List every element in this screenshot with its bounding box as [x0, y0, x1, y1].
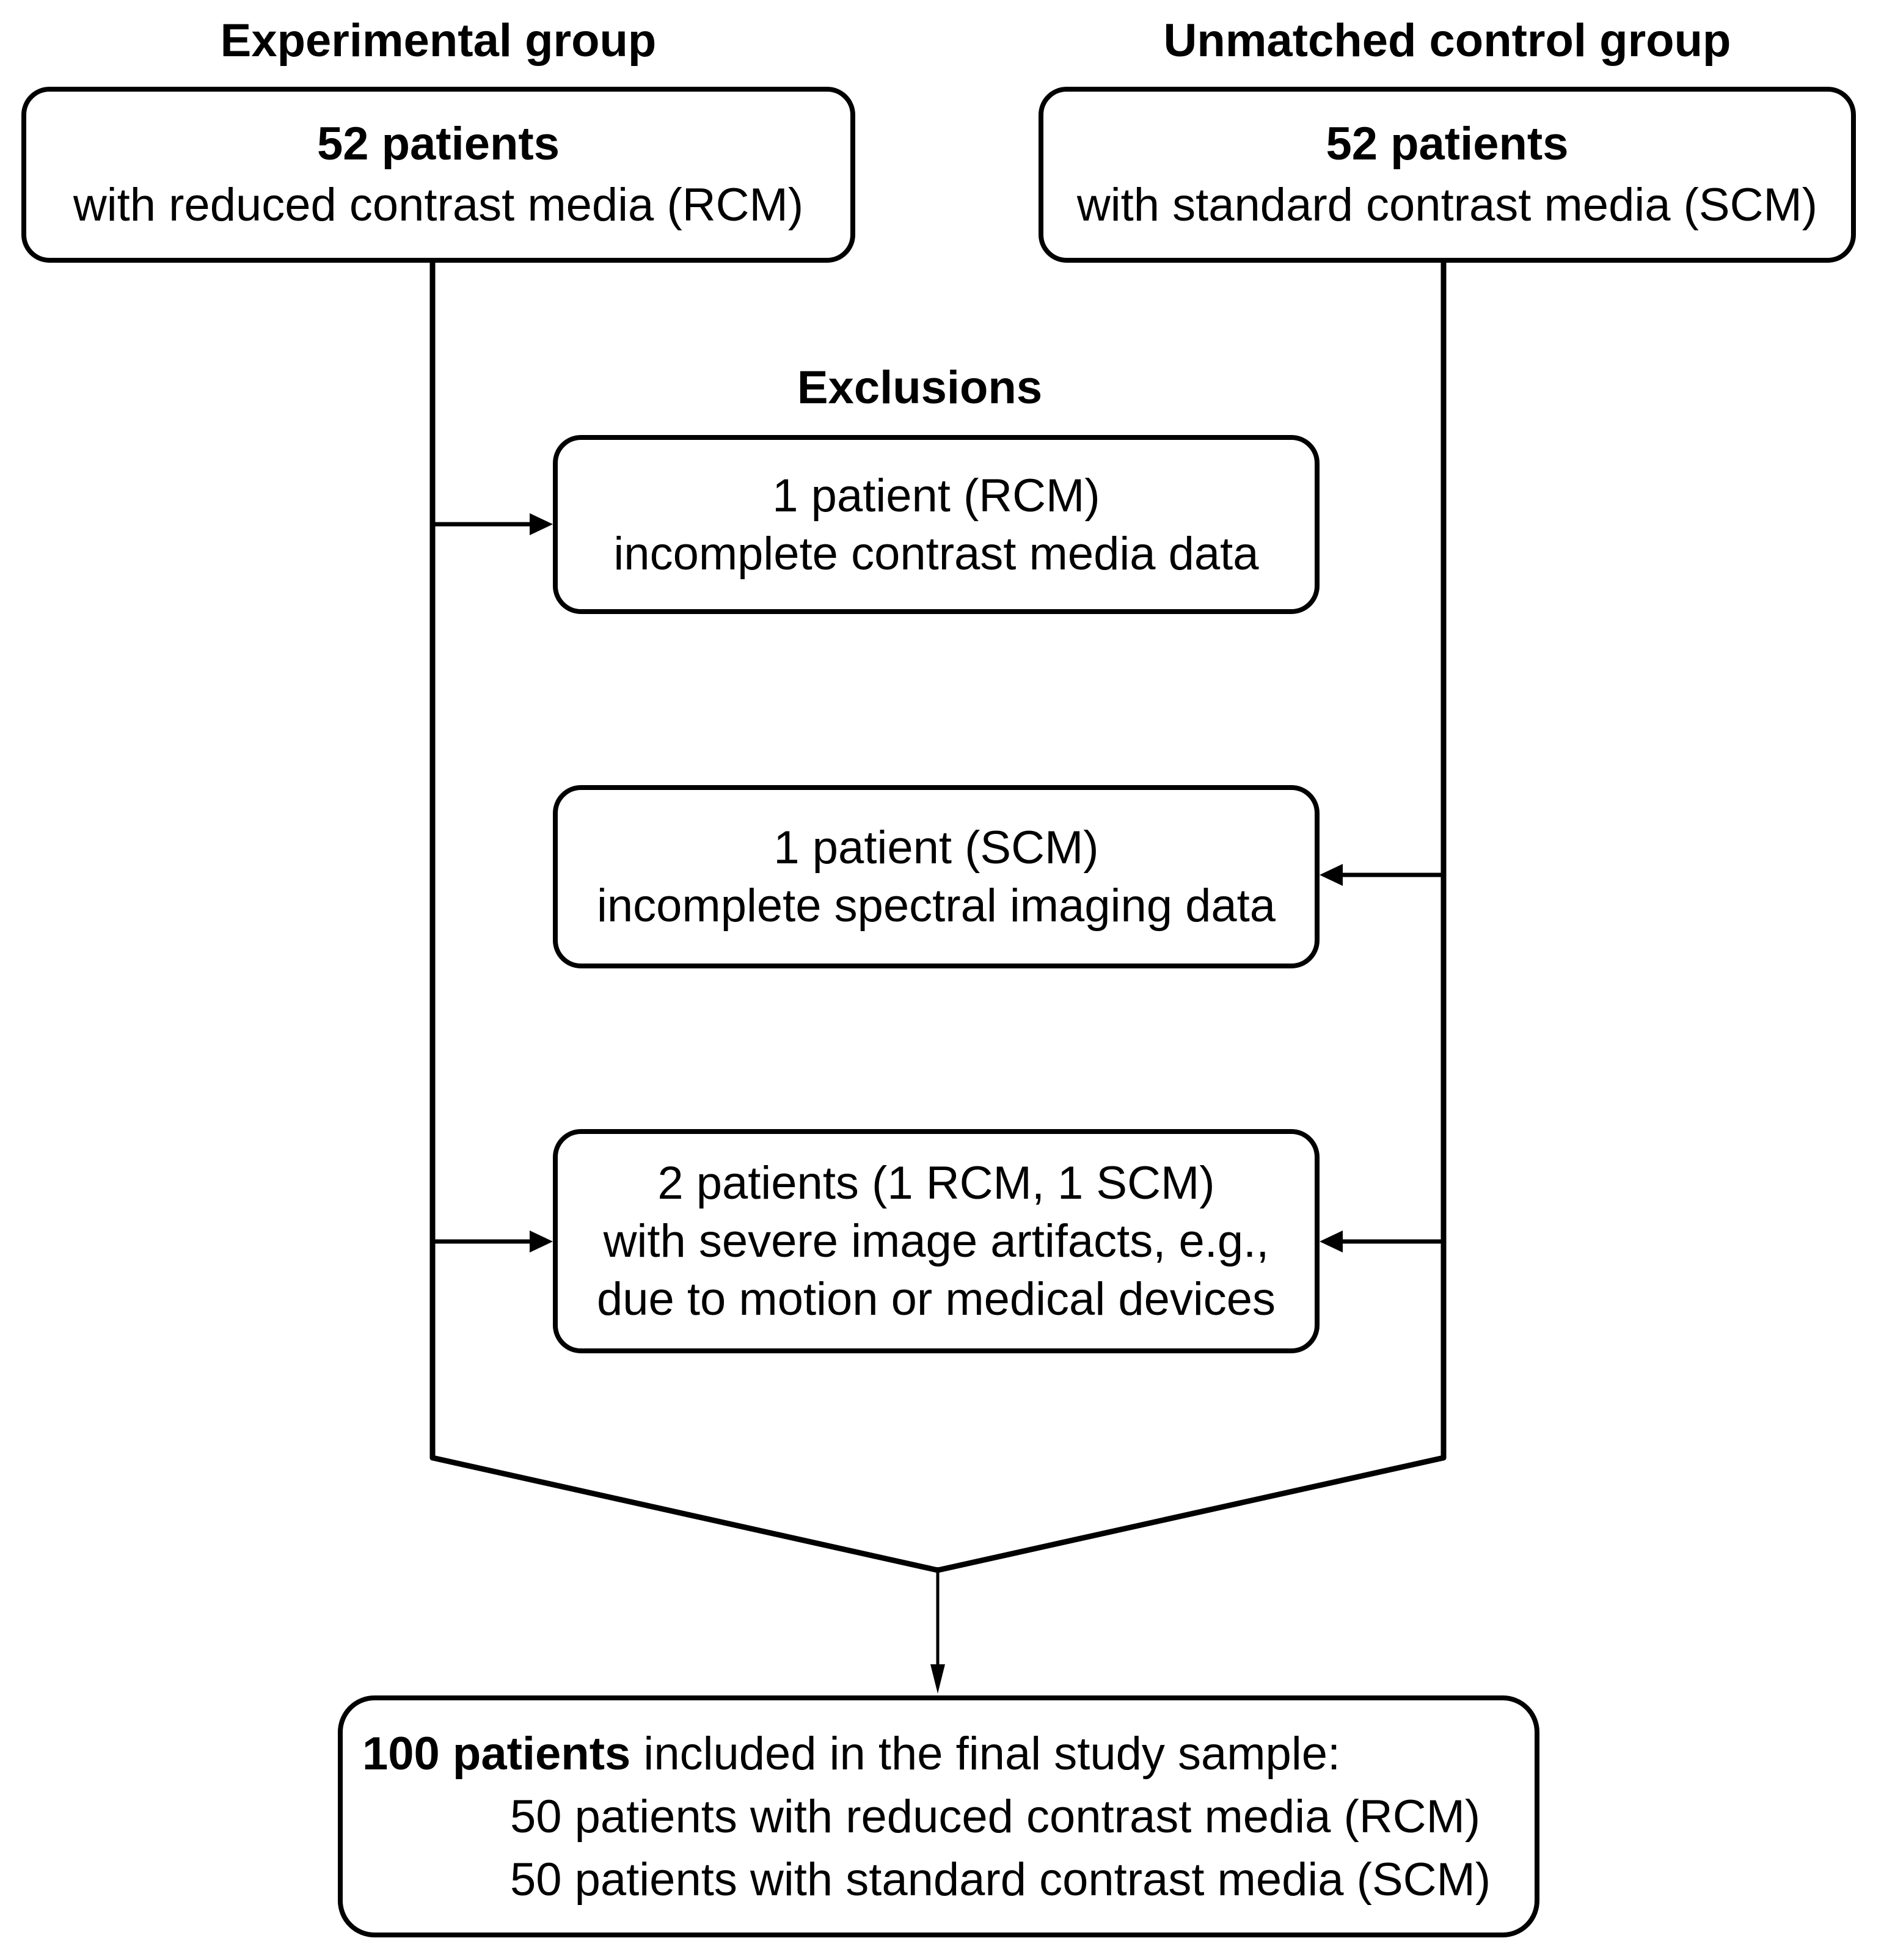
experimental-group-box: 52 patients with reduced contrast media …: [21, 87, 855, 263]
control-group-box: 52 patients with standard contrast media…: [1039, 87, 1856, 263]
control-description: with standard contrast media (SCM): [1076, 179, 1818, 231]
experimental-group-heading: Experimental group: [220, 15, 657, 67]
merge-arrowhead-icon: [930, 1664, 945, 1694]
final-sample-summary-text: included in the final study sample:: [630, 1728, 1341, 1780]
exclusion3-box: 2 patients (1 RCM, 1 SCM) with severe im…: [553, 1129, 1320, 1353]
exclusions-heading: Exclusions: [797, 362, 1043, 414]
exclusion3-right-arrowhead-icon: [1320, 1230, 1343, 1252]
exclusion1-count: 1 patient (RCM): [772, 469, 1100, 522]
exclusion2-count: 1 patient (SCM): [773, 822, 1099, 874]
final-sample-summary: 100 patients included in the final study…: [362, 1722, 1522, 1785]
exclusion2-arrowhead-icon: [1320, 864, 1343, 886]
experimental-description: with reduced contrast media (RCM): [73, 179, 804, 231]
control-flow-line: [937, 263, 1447, 1573]
exclusion2-reason: incomplete spectral imaging data: [596, 880, 1276, 932]
exclusion2-box: 1 patient (SCM) incomplete spectral imag…: [553, 785, 1320, 968]
exclusion3-reason-line1: with severe image artifacts, e.g.,: [603, 1215, 1269, 1267]
control-group-heading: Unmatched control group: [1163, 15, 1731, 67]
final-scm-item: 50 patients with standard contrast media…: [510, 1854, 1491, 1906]
final-sample-box: 100 patients included in the final study…: [338, 1695, 1539, 1937]
exclusion1-reason: incomplete contrast media data: [613, 527, 1259, 580]
experimental-flow-line: [429, 263, 938, 1573]
exclusion3-count: 2 patients (1 RCM, 1 SCM): [657, 1157, 1215, 1209]
exclusion1-arrowhead-icon: [530, 513, 553, 535]
control-count: 52 patients: [1326, 118, 1569, 170]
experimental-count: 52 patients: [316, 118, 560, 170]
exclusion1-box: 1 patient (RCM) incomplete contrast medi…: [553, 435, 1320, 614]
exclusion3-reason-line2: due to motion or medical devices: [596, 1273, 1276, 1325]
final-sample-count: 100 patients: [362, 1728, 631, 1780]
final-rcm-item: 50 patients with reduced contrast media …: [510, 1791, 1481, 1843]
exclusion3-left-arrowhead-icon: [530, 1230, 553, 1252]
